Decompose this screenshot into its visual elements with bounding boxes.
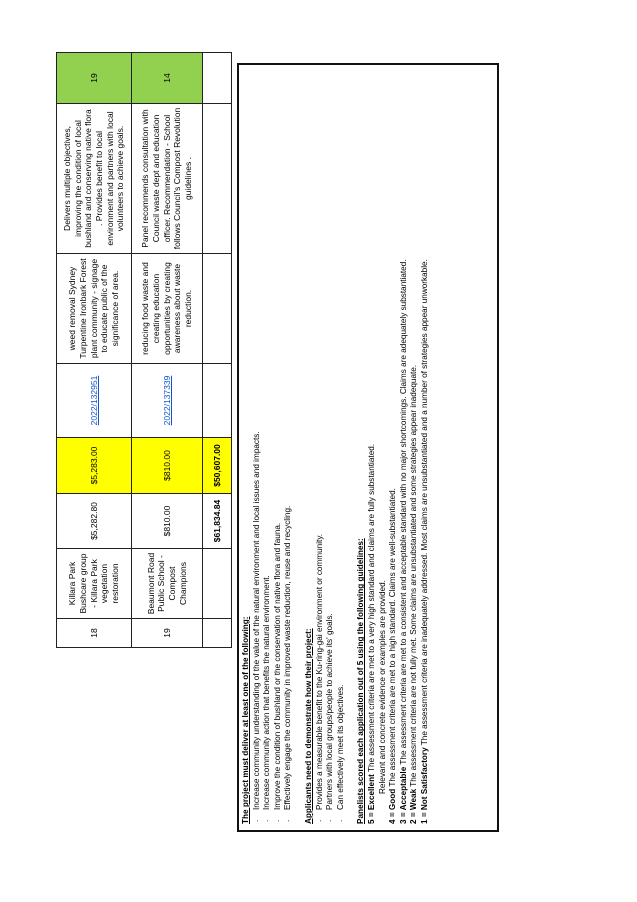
list-item: Increase community understanding of the … bbox=[252, 71, 263, 824]
total-requested: $61,834.84 bbox=[202, 493, 232, 549]
empty-cell bbox=[202, 548, 232, 619]
project-description: reducing food waste and creating educati… bbox=[131, 253, 203, 364]
table-row: 18 Killara Park Bushcare group - Killara… bbox=[56, 52, 132, 648]
applicant-cell: Killara Park Bushcare group - Killara Pa… bbox=[56, 548, 132, 619]
row-id: 18 bbox=[56, 618, 132, 648]
rating-4: 4 = Good The assessment criteria are met… bbox=[388, 488, 398, 824]
totals-row: $61,834.84 $50,607.00 bbox=[202, 52, 232, 648]
grants-table: 18 Killara Park Bushcare group - Killara… bbox=[56, 52, 232, 648]
empty-cell bbox=[202, 363, 232, 438]
list-item: Partners with local groups/people to ach… bbox=[325, 71, 336, 824]
list-item: Can effectively meet its objectives. bbox=[336, 71, 347, 824]
list-item: Improve the condition of bushland or the… bbox=[273, 71, 284, 824]
panel-comments: Delivers multiple objectives, improving … bbox=[56, 103, 132, 254]
deliver-list: Increase community understanding of the … bbox=[252, 71, 294, 824]
rating-3: 3 = Acceptable The assessment criteria a… bbox=[398, 259, 408, 824]
guidelines-box: The project must deliver at least one of… bbox=[237, 63, 499, 832]
list-item: Provides a measurable benefit to the Ku-… bbox=[315, 71, 326, 824]
score-cell: 19 bbox=[56, 52, 132, 104]
rating-2: 2 = Weak The assessment criteria are not… bbox=[409, 364, 419, 824]
reference-link[interactable]: 2022/132951 bbox=[56, 363, 132, 438]
reference-link[interactable]: 2022/137339 bbox=[131, 363, 203, 438]
empty-cell bbox=[202, 52, 232, 104]
recommended-amount: $810.00 bbox=[131, 437, 203, 494]
panel-comments: Panel recommends consultation with Counc… bbox=[131, 103, 203, 254]
demonstrate-list: Provides a measurable benefit to the Ku-… bbox=[315, 71, 347, 824]
applicant-cell: Beaumont Road Public School - Compost Ch… bbox=[131, 548, 203, 619]
scoring-heading: Panelists scored each application out of… bbox=[356, 538, 366, 824]
rating-5: 5 = Excellent The assessment criteria ar… bbox=[366, 443, 376, 824]
row-id: 19 bbox=[131, 618, 203, 648]
list-item: Effectively engage the community in impr… bbox=[283, 71, 294, 824]
rating-5-continued: Relevant and concrete evidence or exampl… bbox=[377, 580, 387, 794]
deliver-heading: The project must deliver at least one of… bbox=[241, 616, 250, 824]
rating-1: 1 = Not Satisfactory The assessment crit… bbox=[419, 259, 429, 824]
recommended-amount: $5,283.00 bbox=[56, 437, 132, 494]
project-description: weed removal Sydney Turpentine Ironbark … bbox=[56, 253, 132, 364]
requested-amount: $810.00 bbox=[131, 493, 203, 549]
grants-table-container: 18 Killara Park Bushcare group - Killara… bbox=[56, 52, 232, 648]
demonstrate-heading: Applicants need to demonstrate how their… bbox=[303, 628, 313, 824]
empty-cell bbox=[202, 618, 232, 648]
requested-amount: $5,282.80 bbox=[56, 493, 132, 549]
total-recommended: $50,607.00 bbox=[202, 437, 232, 494]
table-row: 19 Beaumont Road Public School - Compost… bbox=[131, 52, 203, 648]
list-item: Increase community action that benefits … bbox=[262, 71, 273, 824]
empty-cell bbox=[202, 103, 232, 254]
empty-cell bbox=[202, 253, 232, 364]
score-cell: 14 bbox=[131, 52, 203, 104]
